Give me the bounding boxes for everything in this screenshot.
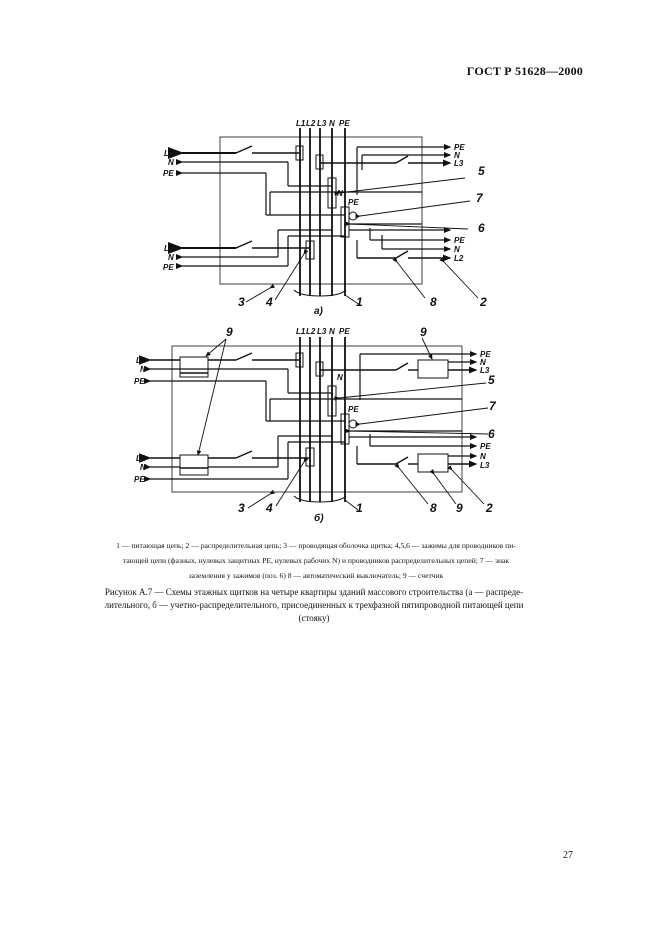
caption-line: Рисунок А.7 — Схемы этажных щитков на че…: [104, 587, 524, 597]
right-label: PE: [480, 350, 491, 359]
callout-number: 4: [265, 295, 273, 309]
n-terminal-label: N: [337, 189, 343, 198]
bus-label: N: [329, 119, 335, 128]
bus-label: PE: [339, 119, 350, 128]
right-label: PE: [480, 442, 491, 451]
callout-number: 1: [356, 295, 363, 309]
callout-number: 8: [430, 295, 437, 309]
right-label: L3: [480, 461, 490, 470]
diagram-b-labels: L1 L2 L3 N PE L1 N PE L2 N PE PE N L3 PE…: [134, 325, 497, 524]
caption-line: лительного, б — учетно-распределительног…: [104, 600, 524, 610]
left-label: N: [168, 253, 174, 262]
legend-line: тающей цепи (фазных, нулевых защитных PE…: [122, 556, 510, 565]
callout-number: 7: [476, 191, 484, 205]
bus-label: L2: [306, 119, 316, 128]
bus-label: N: [329, 327, 335, 336]
diagram-b: [138, 337, 489, 511]
callout-number: 3: [238, 295, 245, 309]
bus-label: PE: [339, 327, 350, 336]
bus-label: L1: [296, 119, 306, 128]
diagram-sub-label: б): [314, 512, 324, 524]
left-label: PE: [134, 377, 145, 386]
callout-number: 5: [478, 164, 485, 178]
right-label: PE: [454, 143, 465, 152]
callout-number: 8: [430, 501, 437, 515]
left-label: N: [168, 158, 174, 167]
callout-number: 1: [356, 501, 363, 515]
diagram-a-labels: L1 L2 L3 N PE L1 N PE L2 N PE PE N L3 PE…: [163, 119, 487, 317]
callout-number: 5: [488, 373, 495, 387]
meter-top-right: [417, 359, 449, 379]
right-label: L3: [454, 159, 464, 168]
pe-terminal-label: PE: [348, 405, 359, 414]
left-label: N: [140, 365, 146, 374]
meter-bottom-left: [179, 454, 209, 476]
left-label: N: [140, 463, 146, 472]
figure-caption: Рисунок А.7 — Схемы этажных щитков на че…: [44, 586, 584, 625]
callout-number: 2: [479, 295, 487, 309]
callout-number: 7: [489, 399, 497, 413]
right-label: N: [454, 151, 460, 160]
legend-line: 1 — питающая цепь; 2 — распределительная…: [116, 541, 516, 550]
callout-number: 9: [420, 325, 427, 339]
meter-bottom-right: [417, 453, 449, 473]
callout-number: 3: [238, 501, 245, 515]
pe-terminal-label: PE: [348, 198, 359, 207]
callout-number: 9: [226, 325, 233, 339]
left-label: L1: [136, 356, 146, 365]
enclosure-a: [219, 136, 423, 285]
wiring-diagrams: L1 L2 L3 N PE L1 N PE L2 N PE PE N L3 PE…: [134, 119, 497, 524]
standard-number: ГОСТ Р 51628—2000: [466, 64, 583, 78]
diagram-a: [168, 128, 479, 306]
left-label: L2: [164, 244, 174, 253]
left-label: PE: [163, 169, 174, 178]
bus-label: L3: [317, 327, 327, 336]
bus-label: L1: [296, 327, 306, 336]
caption-line: (стояку): [298, 613, 330, 623]
bus-label: L3: [317, 119, 327, 128]
n-terminal-label: N: [337, 373, 343, 382]
enclosure-b: [171, 345, 463, 493]
left-label: L2: [136, 454, 146, 463]
left-label: PE: [134, 475, 145, 484]
left-label: PE: [163, 263, 174, 272]
callout-number: 6: [488, 427, 495, 441]
callout-number: 9: [456, 501, 463, 515]
right-label: N: [454, 245, 460, 254]
callout-number: 2: [485, 501, 493, 515]
meter-top-left: [179, 356, 209, 378]
right-label: N: [480, 358, 486, 367]
legend-line: заземления у зажимов (поз. 6) 8 — автома…: [188, 571, 444, 580]
right-label: L3: [480, 366, 490, 375]
bus-label: L2: [306, 327, 316, 336]
figure-legend: 1 — питающая цепь; 2 — распределительная…: [48, 538, 584, 583]
callout-number: 6: [478, 221, 485, 235]
right-label: PE: [454, 236, 465, 245]
callout-number: 4: [265, 501, 273, 515]
diagram-sub-label: а): [314, 306, 324, 317]
right-label: N: [480, 452, 486, 461]
left-label: L1: [164, 149, 174, 158]
page-number: 27: [563, 850, 573, 861]
right-label: L2: [454, 254, 464, 263]
